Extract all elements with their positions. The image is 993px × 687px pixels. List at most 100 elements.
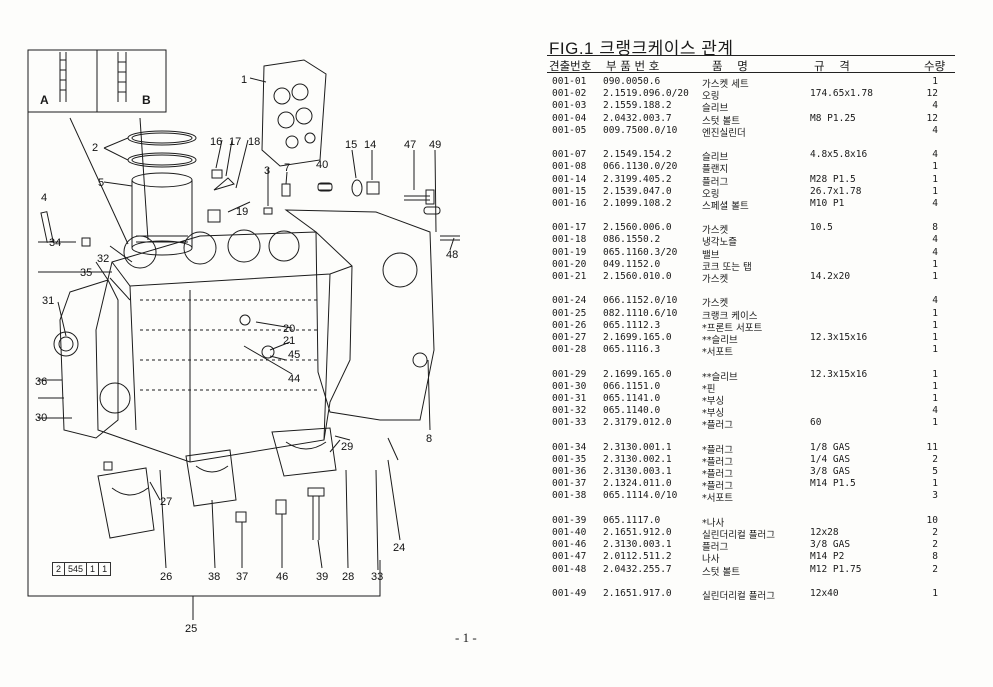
part-row-name: 실린더리컬 플러그 [702,590,775,602]
part-row-part-number: 2.0112.511.2 [603,551,672,563]
part-row-quantity: 3 [932,490,938,502]
part-row-number: 001-15 [552,185,587,197]
callout-4: 4 [41,192,48,204]
ref-code-part: 2 [53,563,66,575]
callout-20: 20 [283,323,296,335]
part-row-number: 001-38 [552,490,587,502]
part-row-part-number: 2.1539.047.0 [603,185,672,197]
part-row-part-number: 2.1324.011.0 [603,478,672,490]
part-row-number: 001-37 [552,478,587,490]
callout-49: 49 [429,139,442,151]
part-row-name: **슬리브 [702,334,738,346]
part-row-quantity: 1 [932,331,938,343]
part-row-quantity: 1 [932,368,938,380]
callout-29: 29 [341,441,354,453]
ref-code-part: 1 [87,563,100,575]
callout-44: 44 [288,373,301,385]
group-spacer [552,503,948,515]
part-row-number: 001-07 [552,149,587,161]
callout-35: 35 [80,267,93,279]
part-row-name: 밸브 [702,249,720,261]
callout-8: 8 [426,433,433,445]
part-row-number: 001-26 [552,319,587,331]
callout-36: 36 [35,376,48,388]
part-row-spec: 1/4 GAS [810,453,851,465]
part-row-name: *나사 [702,517,725,529]
part-row-part-number: 066.1130.0/20 [603,161,678,173]
part-row-quantity: 4 [932,295,938,307]
callout-7: 7 [284,162,291,174]
part-row-quantity: 4 [932,197,938,209]
part-row-spec: 60 [810,417,822,429]
drawing-lines [27,49,460,620]
part-row-name: 냉각노즐 [702,237,737,249]
part-row-number: 001-49 [552,587,587,599]
part-row-part-number: 2.1560.006.0 [603,222,672,234]
part-row-part-number: 2.3199.405.2 [603,173,672,185]
part-row-quantity: 8 [932,222,938,234]
group-spacer [552,283,948,295]
group-spacer [552,576,948,588]
page-number: - 1 - [455,630,477,645]
figure-title: FIG.1 크랭크케이스 관계 [549,39,734,58]
part-row-name: 슬리브 [702,152,729,164]
part-row-name: 플러그 [702,542,729,554]
part-row-name: *프론트 서포트 [702,322,763,334]
part-row-number: 001-35 [552,453,587,465]
callout-3: 3 [264,165,271,177]
part-row-part-number: 065.1112.3 [603,319,661,331]
part-row-quantity: 12 [926,112,938,124]
part-row-number: 001-24 [552,295,587,307]
ref-code-part: 545 [65,563,88,575]
part-row-quantity: 1 [932,271,938,282]
part-row-number: 001-36 [552,466,587,477]
part-row-name: 나사 [702,554,720,566]
part-row-quantity: 12 [926,88,938,100]
part-row-quantity: 8 [932,551,938,563]
part-row-name: 오링 [702,91,720,103]
callout-39: 39 [316,571,329,583]
part-row-quantity: 4 [932,100,938,112]
part-row-quantity: 1 [932,478,938,490]
part-row-part-number: 086.1550.2 [603,234,661,246]
part-row-quantity: 2 [932,453,938,465]
part-row-spec: 26.7x1.78 [810,185,862,197]
part-row-number: 001-16 [552,197,587,209]
part-row-name: 코크 또는 탭 [702,261,752,273]
callout-27: 27 [160,496,173,508]
part-row-part-number: 065.1141.0 [603,392,661,404]
part-row-number: 001-46 [552,539,587,551]
part-row-spec: M14 P1.5 [810,478,856,490]
part-row-number: 001-28 [552,344,587,356]
part-row-spec: 3/8 GAS [810,466,851,477]
part-row-name: 가스켓 [702,274,729,285]
part-row-name: 스텃 볼트 [702,566,740,578]
part-row-spec: 174.65x1.78 [810,88,873,100]
part-row-part-number: 065.1140.0 [603,405,661,417]
part-row-name: 플러그 [702,176,729,188]
header-part: 부 품 번 호 [606,59,660,73]
part-row-part-number: 2.1699.165.0 [603,331,672,343]
part-row-name: 가스켓 [702,298,729,310]
part-row-number: 001-48 [552,563,587,575]
part-row-part-number: 2.0432.255.7 [603,563,672,575]
part-row-spec: 10.5 [810,222,833,234]
part-row-name: *서포트 [702,347,733,359]
part-row-part-number: 2.0432.003.7 [603,112,672,124]
part-row-number: 001-14 [552,173,587,185]
callout-24: 24 [393,542,406,554]
view-label-a: A [40,93,49,107]
callout-26: 26 [160,571,173,583]
